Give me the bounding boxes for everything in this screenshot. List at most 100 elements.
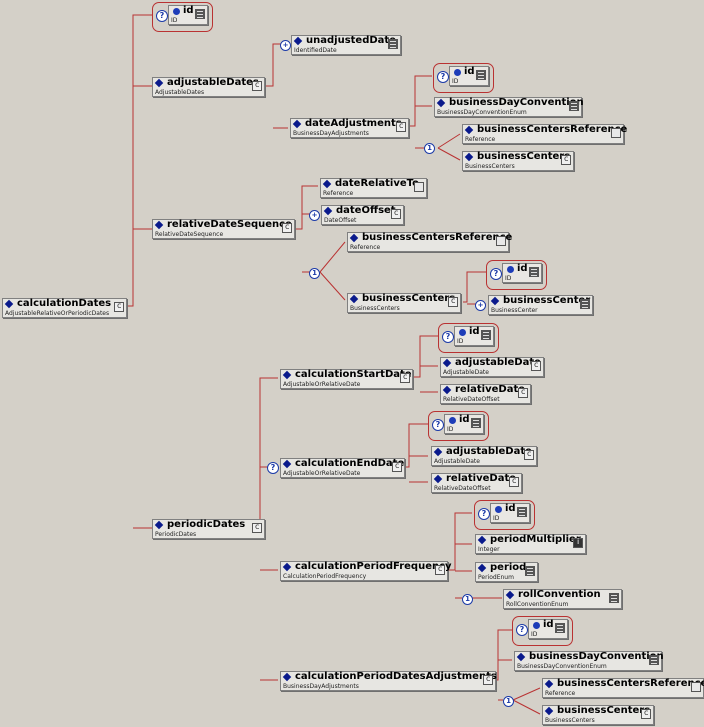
attribute-id[interactable]: id ID — [454, 326, 494, 346]
node-type: AdjustableOrRelativeDate — [283, 470, 361, 477]
node-name: id — [183, 5, 194, 16]
attribute-id[interactable]: id ID — [490, 503, 530, 523]
sequence-icon: + — [309, 210, 320, 221]
element-icon — [433, 474, 443, 484]
reference-icon — [611, 128, 621, 138]
node-name: relativeDate — [455, 384, 526, 395]
node-name: relativeDateSequence — [167, 219, 292, 230]
node-periodicDates[interactable]: periodicDates PeriodicDates — [152, 519, 265, 539]
node-type: BusinessDayConventionEnum — [437, 109, 527, 116]
node-type: Reference — [545, 690, 576, 697]
element-icon — [292, 119, 302, 129]
node-type: AdjustableDates — [155, 89, 205, 96]
node-name: calculationEndDate — [295, 458, 405, 469]
node-type: PeriodicDates — [155, 531, 197, 538]
node-adjustableDate[interactable]: adjustableDate AdjustableDate — [431, 446, 537, 466]
complex-type-icon — [435, 564, 445, 575]
node-type: ID — [452, 78, 459, 85]
attribute-id[interactable]: id ID — [528, 619, 568, 639]
node-type: Integer — [478, 546, 500, 553]
complex-type-icon — [282, 222, 292, 233]
node-businessCentersReference[interactable]: businessCentersReference Reference — [462, 124, 628, 144]
simple-type-icon — [517, 507, 527, 517]
complex-type-icon — [396, 121, 406, 132]
complex-type-icon — [561, 154, 571, 165]
node-rollConvention[interactable]: rollConvention RollConventionEnum — [503, 589, 622, 609]
node-name: calculationStartDate — [295, 369, 412, 380]
attribute-group-cpf — [474, 500, 535, 530]
node-name: businessDayConvention — [449, 97, 584, 108]
complex-type-icon — [531, 360, 541, 371]
node-businessCenters[interactable]: businessCenters BusinessCenters — [542, 705, 654, 725]
node-type: BusinessCenters — [350, 305, 400, 312]
element-icon — [464, 152, 474, 162]
element-icon — [154, 78, 164, 88]
node-name: id — [469, 326, 480, 337]
node-relativeDateSequence[interactable]: relativeDateSequence RelativeDateSequenc… — [152, 219, 295, 239]
node-calculationDates[interactable]: calculationDates AdjustableRelativeOrPer… — [2, 298, 127, 318]
node-type: ID — [505, 275, 512, 282]
choice-one-icon: 1 — [309, 268, 320, 279]
node-unadjustedDate[interactable]: unadjustedDate IdentifiedDate — [291, 35, 401, 55]
node-businessDayConvention[interactable]: businessDayConvention BusinessDayConvent… — [434, 97, 584, 117]
node-dateAdjustments[interactable]: dateAdjustments BusinessDayAdjustments — [290, 118, 409, 138]
node-type: ID — [531, 631, 538, 638]
node-type: BusinessCenters — [545, 717, 595, 724]
attribute-id[interactable]: id ID — [444, 414, 484, 434]
node-type: IdentifiedDate — [294, 47, 337, 54]
node-name: unadjustedDate — [306, 35, 396, 46]
attribute-id[interactable]: id ID — [449, 66, 489, 86]
element-icon — [477, 563, 487, 573]
simple-type-icon — [609, 593, 619, 603]
node-type: Reference — [465, 136, 496, 143]
node-periodMultiplier[interactable]: periodMultiplier Integer — [475, 534, 586, 554]
node-dateOffset[interactable]: dateOffset DateOffset — [321, 205, 404, 225]
attribute-icon — [449, 417, 456, 424]
attribute-group-ced — [428, 411, 489, 441]
complex-type-icon — [524, 449, 534, 460]
node-name: relativeDate — [446, 473, 517, 484]
node-businessCenters[interactable]: businessCenters BusinessCenters — [347, 293, 461, 313]
node-period[interactable]: period PeriodEnum — [475, 562, 538, 582]
node-calculationEndDate[interactable]: calculationEndDate AdjustableOrRelativeD… — [280, 458, 405, 478]
node-businessCenter[interactable]: businessCenter BusinessCenter — [488, 295, 593, 315]
node-type: BusinessDayConventionEnum — [517, 663, 607, 670]
complex-type-icon — [448, 296, 458, 307]
node-type: AdjustableDate — [443, 369, 489, 376]
node-businessCenters[interactable]: businessCenters BusinessCenters — [462, 151, 574, 171]
node-adjustableDate[interactable]: adjustableDate AdjustableDate — [440, 357, 544, 377]
node-adjustableDates[interactable]: adjustableDates AdjustableDates — [152, 77, 265, 97]
attribute-icon — [507, 266, 514, 273]
attribute-id[interactable]: id ID — [168, 5, 208, 25]
element-icon — [544, 679, 554, 689]
node-calculationPeriodDatesAdjustments[interactable]: calculationPeriodDatesAdjustments Busine… — [280, 671, 497, 691]
node-type: BusinessDayAdjustments — [283, 683, 359, 690]
node-calculationPeriodFrequency[interactable]: calculationPeriodFrequency CalculationPe… — [280, 561, 452, 581]
node-businessCentersReference[interactable]: businessCentersReference Reference — [542, 678, 704, 698]
attribute-id[interactable]: id ID — [502, 263, 542, 283]
node-dateRelativeTo[interactable]: dateRelativeTo Reference — [320, 178, 427, 198]
node-relativeDate[interactable]: relativeDate RelativeDateOffset — [440, 384, 531, 404]
node-name: dateAdjustments — [305, 118, 402, 129]
node-name: businessCentersReference — [477, 124, 628, 135]
node-name: id — [505, 503, 516, 514]
node-relativeDate[interactable]: relativeDate RelativeDateOffset — [431, 473, 522, 493]
attribute-group-bc — [486, 260, 547, 290]
node-name: periodMultiplier — [490, 534, 581, 545]
node-calculationStartDate[interactable]: calculationStartDate AdjustableOrRelativ… — [280, 369, 413, 389]
complex-type-icon — [518, 387, 528, 398]
optional-icon: ? — [442, 331, 454, 343]
node-name: businessCenters — [557, 705, 651, 716]
element-icon — [433, 447, 443, 457]
element-icon — [322, 179, 332, 189]
node-name: id — [459, 414, 470, 425]
complex-type-icon — [400, 372, 410, 383]
node-businessDayConvention[interactable]: businessDayConvention BusinessDayConvent… — [514, 651, 664, 671]
attribute-icon — [495, 506, 502, 513]
simple-type-icon — [476, 70, 486, 80]
node-type: BusinessCenters — [465, 163, 515, 170]
simple-type-icon — [481, 330, 491, 340]
node-type: ID — [171, 17, 178, 24]
optional-icon: ? — [437, 71, 449, 83]
node-businessCentersReference[interactable]: businessCentersReference Reference — [347, 232, 512, 252]
